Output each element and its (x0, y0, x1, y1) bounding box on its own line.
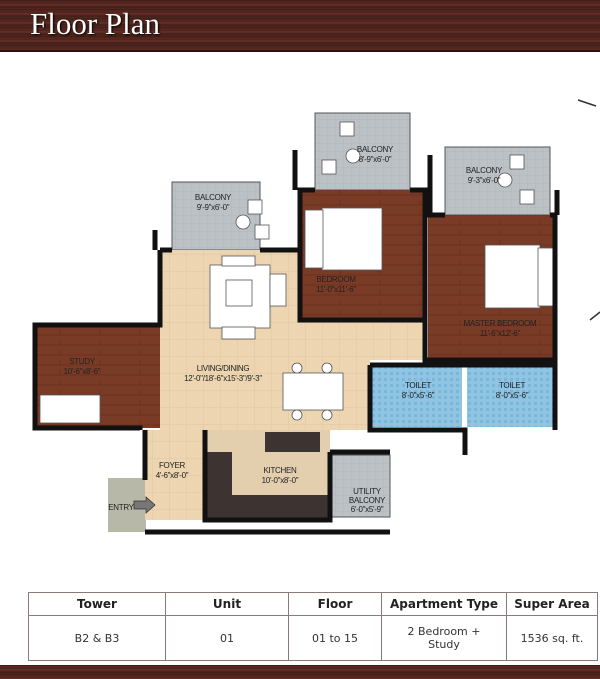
toilet-2-name: TOILET (499, 381, 525, 390)
toilet-1-size: 8'-0"x5'-6" (402, 391, 435, 400)
balcony-1-name: BALCONY (195, 193, 232, 202)
balcony-3-size: 9'-3"x6'-0" (468, 176, 501, 185)
master-bedroom-size: 11'-6"x12'-6" (480, 329, 521, 338)
toilet-2-floor (467, 365, 555, 427)
header-bar: Floor Plan (0, 0, 600, 52)
kitchen-name: KITCHEN (263, 466, 297, 475)
page-title: Floor Plan (30, 6, 161, 41)
header-apartment-type: Apartment Type (381, 592, 507, 616)
kitchen-sink (265, 432, 320, 452)
kitchen-counter (205, 452, 330, 520)
foyer-size: 4'-6"x8'-0" (156, 471, 189, 480)
balcony-2 (314, 112, 411, 191)
balcony-2-size: 8'-9"x6'-0" (359, 155, 392, 164)
compass-icon (577, 99, 600, 321)
living-dining-name: LIVING/DINING (197, 364, 250, 373)
table-header-row: Tower Unit Floor Apartment Type Super Ar… (28, 592, 598, 616)
balcony-1-size: 9'-9"x6'-0" (197, 203, 230, 212)
header-unit: Unit (165, 592, 289, 616)
living-dining-size: 12'-0"/18'-6"x15'-3"/9'-3" (184, 374, 262, 383)
header-tower: Tower (28, 592, 166, 616)
dining-table (282, 362, 344, 421)
utility-balcony (329, 454, 391, 518)
sofa-set (209, 255, 287, 340)
unit-info-table: Tower Unit Floor Apartment Type Super Ar… (28, 592, 598, 661)
walls (32, 150, 560, 535)
bedroom-size: 11'-0"x11'-6" (316, 285, 356, 294)
balcony-chairs (235, 121, 535, 240)
floor-plan: BALCONY 9'-9"x6'-0" BALCONY 8'-9"x6'-0" … (32, 99, 600, 535)
entry-label: ENTRY (108, 503, 134, 512)
cell-apartment-type: 2 Bedroom + Study (381, 615, 507, 661)
toilet-1-floor (372, 365, 462, 427)
balcony-2-name: BALCONY (357, 145, 394, 154)
toilet-2-size: 8'-0"x5'-6" (496, 391, 529, 400)
utility-size: 6'-0"x5'-9" (351, 505, 384, 514)
bedroom-name: BEDROOM (316, 275, 356, 284)
cell-tower: B2 & B3 (28, 615, 166, 661)
cell-unit: 01 (165, 615, 289, 661)
bed (39, 207, 555, 424)
cell-floor: 01 to 15 (288, 615, 382, 661)
table-row: B2 & B3 01 01 to 15 2 Bedroom + Study 15… (28, 615, 598, 661)
header-floor: Floor (288, 592, 382, 616)
kitchen-size: 10'-0"x8'-0" (262, 476, 299, 485)
utility-name-2: BALCONY (349, 496, 386, 505)
toilet-1-name: TOILET (405, 381, 431, 390)
balcony-3-name: BALCONY (466, 166, 503, 175)
footer-bar (0, 665, 600, 679)
cell-super-area: 1536 sq. ft. (506, 615, 598, 661)
utility-name-1: UTILITY (353, 487, 382, 496)
study-size: 10'-6"x8'-6" (64, 367, 101, 376)
entry-arrow-icon (133, 496, 156, 514)
foyer-name: FOYER (159, 461, 186, 470)
study-name: STUDY (69, 357, 96, 366)
header-super-area: Super Area (506, 592, 598, 616)
master-bedroom-name: MASTER BEDROOM (464, 319, 537, 328)
